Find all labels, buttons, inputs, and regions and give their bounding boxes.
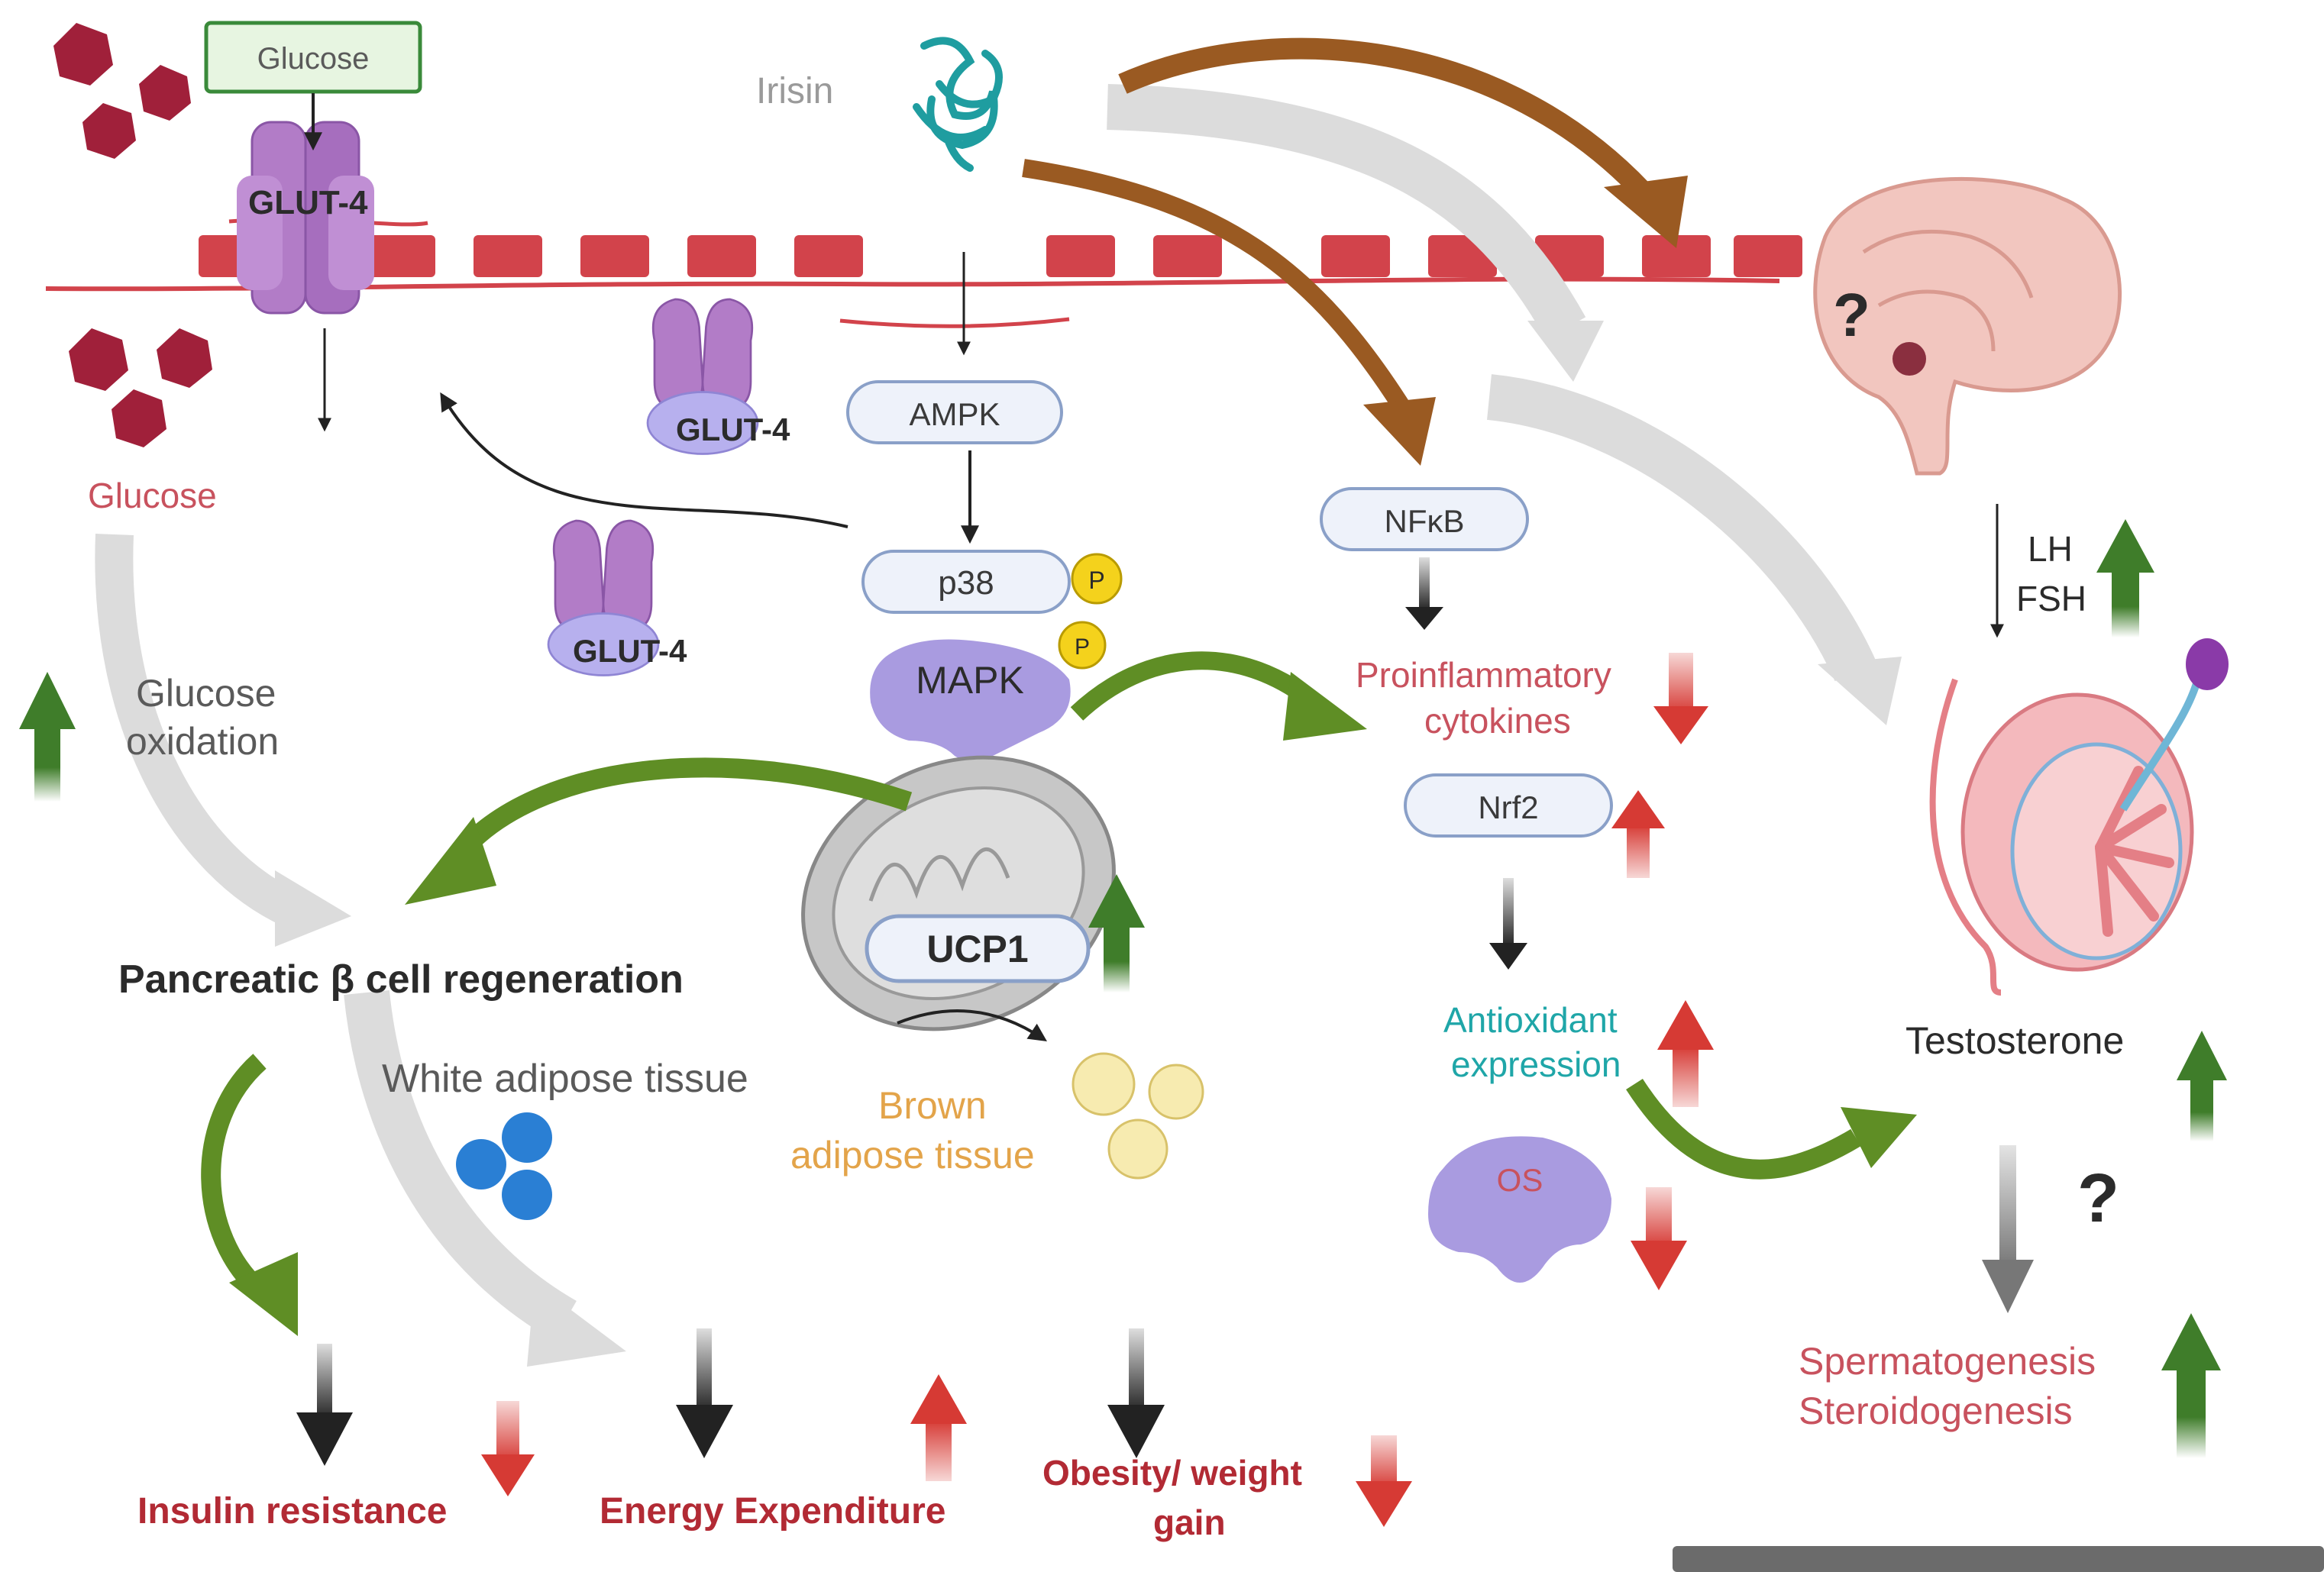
obesity-label-2: gain [1153,1503,1226,1542]
antioxidant-label-2: expression [1451,1044,1621,1084]
testosterone-up-arrow [2177,1031,2227,1141]
antioxidant-label-1: Antioxidant [1443,1000,1618,1040]
white-adipose-cells [456,1112,552,1220]
antioxidant-up-arrow [1657,1000,1714,1107]
membrane-block-7 [1046,235,1115,277]
membrane-block-13 [1734,235,1802,277]
grey-arrow-glucose-oxidation [95,534,351,947]
pancreatic-regeneration-label: Pancreatic β cell regeneration [118,957,684,1002]
irisin-protein [913,37,1003,172]
glucose-box-label: Glucose [257,42,370,76]
brown-adipose-cells [1071,1052,1204,1180]
membrane-block-12 [1642,235,1711,277]
nrf2-label: Nrf2 [1478,789,1538,825]
spermatogenesis-label: Spermatogenesis [1799,1340,2096,1383]
energy-expenditure-label: Energy Expenditure [600,1491,945,1532]
testosterone-label: Testosterone [1905,1019,2124,1062]
irisin-label: Irisin [756,71,833,111]
green-arrow-pancreas-to-insulin [201,1054,298,1336]
brown-arrow-to-brain [1118,37,1688,248]
nfkb-label: NFκB [1385,503,1465,539]
os-label: OS [1497,1162,1543,1198]
phospho-label-2: P [1075,634,1090,660]
nfkb-to-cytokines-arrow [1405,557,1443,630]
green-arrow-mito-to-pancreas [405,757,913,905]
fsh-label: FSH [2016,579,2086,618]
glut4-membrane-label: GLUT-4 [248,184,368,221]
green-arrow-mapk-to-cytokines [1070,651,1367,741]
phospho-badge-p38: P [1071,553,1123,605]
pituitary-gland [1892,342,1926,376]
obesity-label-1: Obesity/ weight [1042,1453,1302,1493]
p38-label: p38 [938,564,994,602]
mitochondrion [801,755,1116,1031]
insulin-resistance-label: Insulin resistance [137,1491,448,1532]
membrane-block-4 [580,235,649,277]
mapk-node: MAPK [870,639,1071,763]
membrane-block-9 [1321,235,1390,277]
ucp1-label: UCP1 [926,928,1028,970]
bottom-right-grey-bar [1673,1546,2324,1572]
phospho-label-1: P [1088,567,1104,594]
membrane-block-5 [687,235,756,277]
lh-label: LH [2028,529,2073,569]
ucp1-up-arrow [1088,874,1145,993]
os-down-arrow [1631,1187,1687,1290]
cell-membrane [45,217,1802,328]
brown-adipose-label-1: Brown [878,1084,987,1127]
glucose-oxidation-label-1: Glucose [136,672,276,715]
membrane-block-8 [1153,235,1222,277]
p38-node: p38 [861,550,1071,614]
glut4-transporter: GLUT-4 [237,121,374,315]
nrf2-to-antioxidant-arrow [1489,878,1527,970]
glucose-oxidation-label-2: oxidation [126,720,279,763]
lh-fsh-up-arrow [2096,519,2154,638]
energy-black-arrow [676,1328,733,1458]
brain-question-mark: ? [1833,281,1870,349]
proinflammatory-label-2: cytokines [1424,701,1571,741]
mapk-label: MAPK [916,659,1024,702]
grey-arrow-pancreas-to-energy [344,990,626,1367]
white-adipose-label: White adipose tissue [382,1057,748,1101]
brain-illustration: ? [1813,176,2122,476]
ucp1-to-brown-adipose-arrow [897,1009,1047,1041]
membrane-block-2 [367,235,435,277]
glucose-molecules-extracellular [53,23,191,159]
ucp1-node: UCP1 [865,914,1091,983]
ampk-node: AMPK [846,380,1063,444]
glut4-vesicle-1-label: GLUT-4 [676,412,790,447]
proinflammatory-label-1: Proinflammatory [1356,655,1611,695]
obesity-down-arrow [1356,1435,1412,1527]
insulin-resistance-down-arrow [481,1401,535,1496]
energy-expenditure-up-arrow [910,1374,967,1481]
obesity-black-arrow [1107,1328,1165,1458]
spermatogenesis-up-arrow [2161,1313,2221,1458]
testis-question-mark: ? [2077,1160,2119,1237]
nrf2-node: Nrf2 [1404,773,1613,838]
insulin-black-arrow [296,1344,353,1466]
p38-to-glut4-arrow [440,392,848,528]
cytokines-down-arrow [1653,653,1708,744]
glut4-vesicle-2-label: GLUT-4 [573,633,687,669]
nfkb-node: NFκB [1320,487,1529,551]
grey-arrow-to-testis [1486,374,1902,725]
brown-adipose-label-2: adipose tissue [790,1134,1035,1177]
ampk-label: AMPK [909,396,1000,432]
testis-illustration [1929,638,2229,996]
brown-arrow-to-nfkb [1022,159,1436,466]
testosterone-to-spermatogenesis-arrow [1982,1145,2034,1313]
membrane-block-3 [474,235,542,277]
membrane-block-6 [794,235,863,277]
os-node: OS [1428,1136,1611,1283]
steroidogenesis-label: Steroidogenesis [1799,1390,2073,1432]
glucose-intracellular-label: Glucose [88,476,217,515]
phospho-badge-mapk: P [1058,621,1107,670]
glucose-molecules-intracellular [69,328,212,447]
glucose-box: Glucose [204,21,422,94]
green-arrow-antioxidant-to-testosterone [1626,1078,1917,1180]
nrf2-up-arrow [1611,790,1665,878]
grey-arrow-to-brain-region [1107,84,1604,382]
glucose-oxidation-up-arrow [19,672,76,802]
